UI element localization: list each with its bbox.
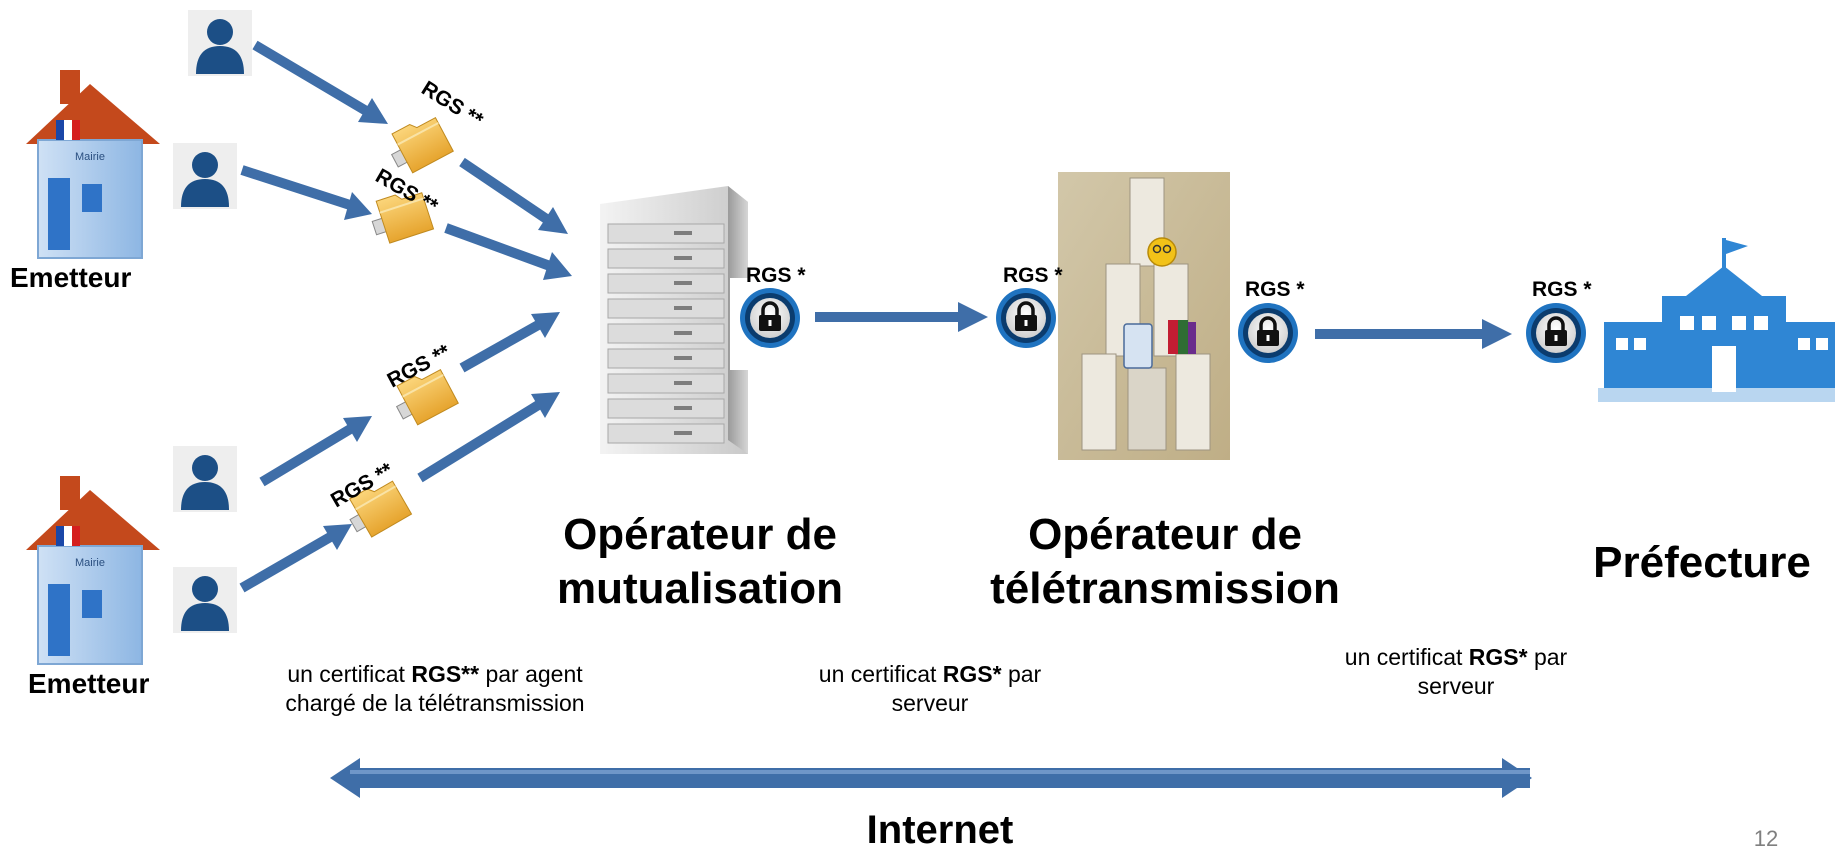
server-slot-handle [674,356,692,360]
note-agents: un certificat RGS** par agent chargé de … [285,661,585,716]
node-mutualisation: Opérateur de mutualisation [520,508,880,616]
internet-label: Internet [866,808,1014,852]
server-slot-handle [674,256,692,260]
lock-icon [738,286,802,350]
arrows-to-mutualisation [239,40,572,593]
lock-rgs-label: RGS * [1003,264,1063,287]
server-slot [607,298,725,319]
node-teletransmission-line1: Opérateur de [1028,510,1302,559]
emitter-label: Emetteur [10,262,132,293]
node-teletransmission-line2: télétransmission [990,564,1340,613]
server-slot-handle [674,306,692,310]
house-label: Mairie [75,557,105,569]
server-slot [607,273,725,294]
person-icon [188,10,252,76]
prefecture-building-icon [1598,238,1835,402]
node-prefecture: Préfecture [1593,538,1811,587]
arrow-agent2-usb2 [240,165,372,220]
server-slot [607,323,725,344]
lock-icon [1524,301,1588,365]
node-mutualisation-line1: Opérateur de [563,510,837,559]
arrow-usb2-server [444,223,572,280]
house-label: Mairie [75,151,105,163]
arrow-usb4-server [417,392,560,483]
arrow-teletransmission-prefecture [1315,319,1512,349]
arrow-mutualisation-teletransmission [815,302,988,332]
server-slot [607,223,725,244]
server-slot [607,423,725,444]
note-server-mutualisation: un certificat RGS* par serveur [818,661,1042,716]
lock-icon [994,286,1058,350]
server-slot [607,373,725,394]
person-icon [173,567,237,633]
server-rack-icon [578,172,768,462]
server-slot-handle [674,281,692,285]
lock-rgs-label: RGS * [746,264,806,287]
server-slot-handle [674,231,692,235]
house-mairie-icon: Mairie [25,69,161,259]
server-slot-handle [674,406,692,410]
server-slot [607,398,725,419]
page-number: 12 [1753,826,1779,851]
arrow-usb3-server [459,312,560,373]
server-cluster-icon [1058,172,1230,460]
emitter-label: Emetteur [28,668,150,699]
arrow-agent4-usb4 [239,524,352,593]
usb-folder-icon [382,111,455,179]
lock-rgs-label: RGS * [1532,278,1592,301]
note-server-teletransmission: un certificat RGS* par serveur [1344,644,1568,699]
lock-icon [1236,301,1300,365]
arrow-usb1-server [459,157,568,234]
person-icon [173,446,237,512]
lock-rgs-label: RGS * [1245,278,1305,301]
internet-double-arrow [330,758,1532,798]
server-slot [607,248,725,269]
person-icon [173,143,237,209]
server-slot-handle [674,431,692,435]
arrow-agent3-usb3 [259,416,372,487]
house-mairie-icon: Mairie [25,475,161,665]
server-slot [607,348,725,369]
node-mutualisation-line2: mutualisation [556,564,844,613]
server-slot-handle [674,331,692,335]
node-teletransmission: Opérateur de télétransmission [960,508,1370,616]
arrow-agent1-usb1 [252,40,388,124]
server-slot-handle [674,381,692,385]
